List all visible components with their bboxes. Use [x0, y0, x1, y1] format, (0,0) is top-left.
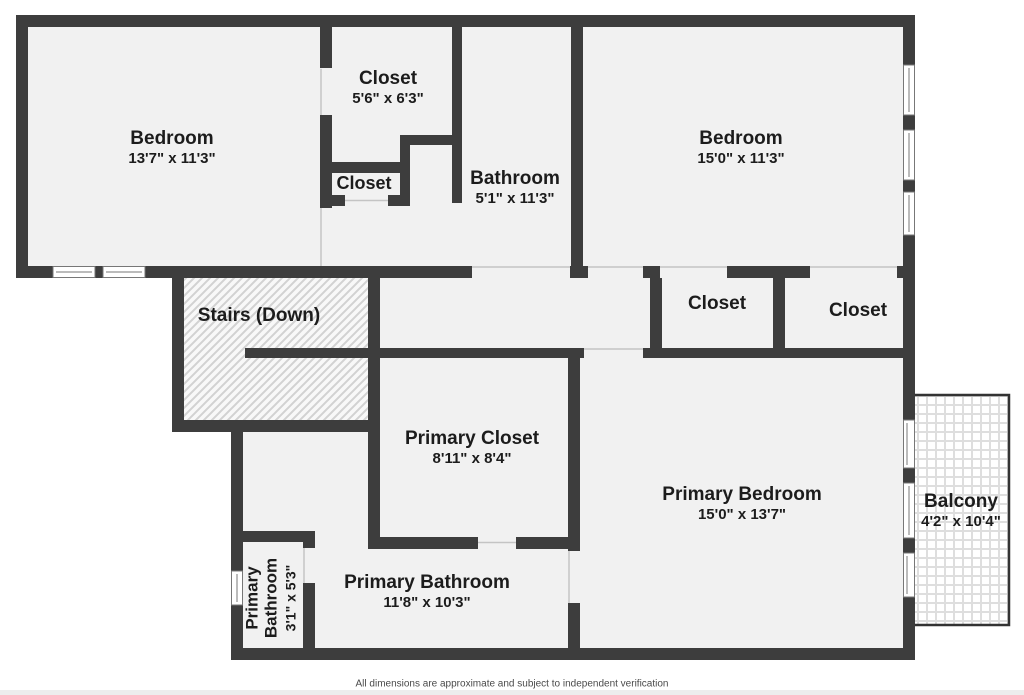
room-label-closet-a: Closet — [688, 293, 746, 315]
bottom-strip — [0, 690, 1024, 695]
door-opening — [810, 266, 897, 278]
room-name: Closet — [358, 68, 418, 89]
room-dims: 8'11" x 8'4" — [432, 450, 512, 467]
door-swing-lines — [303, 68, 897, 603]
wall — [368, 278, 380, 540]
room-label-primary-closet: Primary Closet 8'11" x 8'4" — [405, 428, 539, 468]
room-name: Primary Bathroom — [242, 557, 281, 639]
room-name: Primary Bathroom — [344, 572, 510, 593]
wall — [16, 15, 915, 27]
room-label-closet-b: Closet — [829, 300, 887, 322]
window — [903, 129, 915, 181]
room-label-bedroom-topright: Bedroom 15'0" x 11'3" — [697, 128, 784, 168]
room-dims: 15'0" x 13'7" — [697, 506, 787, 523]
window — [102, 266, 146, 278]
room-dims: 13'7" x 11'3" — [128, 150, 216, 167]
room-label-primary-bedroom: Primary Bedroom 15'0" x 13'7" — [662, 484, 821, 524]
wall — [172, 420, 380, 432]
room-dims: 5'1" x 11'3" — [475, 190, 555, 207]
room-label-closet-top: Closet 5'6" x 6'3" — [352, 68, 423, 108]
window — [231, 570, 243, 606]
sliding-door — [903, 419, 915, 469]
door-opening — [660, 266, 727, 278]
window — [52, 266, 96, 278]
room-dims: 3'1" x 5'3" — [282, 564, 299, 632]
disclaimer-text: All dimensions are approximate and subje… — [355, 678, 669, 690]
windows — [52, 64, 915, 606]
door-opening — [472, 266, 570, 278]
room-label-bathroom: Bathroom 5'1" x 11'3" — [470, 168, 560, 208]
room-dims: 5'6" x 6'3" — [352, 90, 424, 107]
wall — [172, 278, 184, 432]
room-name: Closet — [336, 173, 392, 193]
window — [903, 482, 915, 539]
door-openings — [303, 68, 897, 603]
sliding-door — [903, 552, 915, 598]
room-label-primary-bathroom-small: Primary Bathroom 3'1" x 5'3" — [243, 548, 300, 648]
door-opening — [320, 68, 332, 115]
wall — [773, 278, 785, 358]
wall — [368, 537, 580, 549]
wall — [571, 15, 583, 278]
room-label-stairs: Stairs (Down) — [198, 305, 320, 327]
room-dims: 15'0" x 11'3" — [697, 150, 785, 167]
room-label-closet-hall: Closet — [336, 173, 391, 193]
room-name: Bedroom — [699, 128, 783, 149]
room-label-balcony: Balcony 4'2" x 10'4" — [921, 491, 1001, 531]
room-name: Closet — [828, 300, 888, 321]
wall — [452, 15, 462, 203]
door-opening — [568, 551, 580, 603]
window — [903, 64, 915, 116]
door-opening — [588, 266, 643, 278]
room-dims: 11'8" x 10'3" — [383, 594, 471, 611]
room-name: Bathroom — [470, 168, 560, 189]
room-name: Balcony — [924, 491, 998, 512]
room-name: Closet — [687, 293, 747, 314]
wall — [231, 531, 315, 542]
door-opening — [303, 548, 315, 583]
window — [903, 191, 915, 236]
room-label-primary-bathroom: Primary Bathroom 11'8" x 10'3" — [344, 572, 510, 612]
room-dims: 4'2" x 10'4" — [921, 513, 1001, 530]
wall — [332, 162, 410, 173]
room-name: Primary Closet — [404, 428, 540, 449]
room-name: Primary Bedroom — [662, 484, 822, 505]
wall — [400, 135, 462, 145]
room-label-bedroom-topleft: Bedroom 13'7" x 11'3" — [128, 128, 215, 168]
door-opening — [320, 208, 332, 266]
room-name: Bedroom — [130, 128, 214, 149]
wall — [400, 135, 410, 206]
wall — [16, 15, 28, 278]
room-name: Stairs (Down) — [197, 305, 321, 326]
door-opening — [584, 348, 643, 358]
wall — [650, 278, 662, 358]
balcony-area — [911, 393, 1011, 627]
